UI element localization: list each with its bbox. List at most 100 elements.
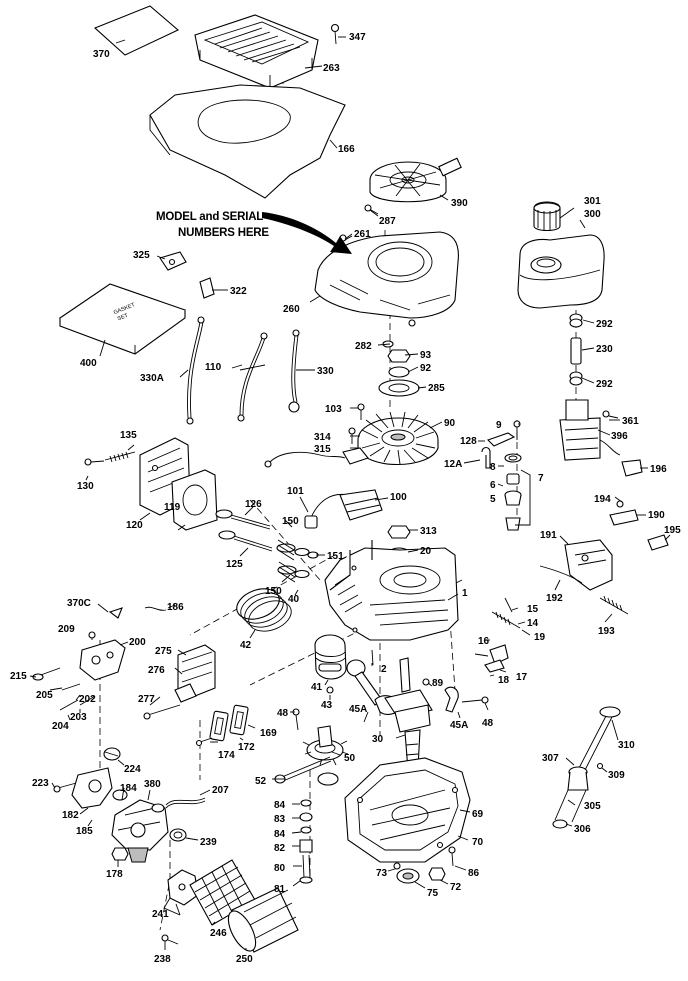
part-label: 119 xyxy=(164,502,181,513)
part-label: 239 xyxy=(200,837,217,848)
gasket-set-line-2: SET xyxy=(117,313,130,323)
part-label: 200 xyxy=(129,637,146,648)
part-label: 100 xyxy=(390,492,407,503)
valve-springs-150 xyxy=(276,539,319,583)
part-label: 182 xyxy=(62,810,79,821)
piston-41 xyxy=(314,634,374,694)
screw-347 xyxy=(330,23,340,45)
part-label: 400 xyxy=(80,358,97,369)
part-label: 186 xyxy=(167,602,184,613)
linkage-parts xyxy=(474,597,521,673)
part-label: 48 xyxy=(277,708,289,719)
starter-390 xyxy=(369,157,462,203)
part-label: 69 xyxy=(472,809,484,820)
intake-gaskets xyxy=(195,704,249,747)
part-label: 185 xyxy=(76,826,93,837)
part-label: 75 xyxy=(427,888,439,899)
part-label: 276 xyxy=(148,665,165,676)
control-bracket-191 xyxy=(539,500,669,615)
part-label: 86 xyxy=(468,868,480,879)
flywheel-90 xyxy=(357,411,439,465)
head-gasket-119 xyxy=(171,469,218,531)
crankshaft-30 xyxy=(384,657,433,771)
part-label: 7 xyxy=(538,473,544,484)
part-label: 195 xyxy=(664,525,681,536)
part-label: 330 xyxy=(317,366,334,377)
part-label: 292 xyxy=(596,379,613,390)
part-label: 125 xyxy=(226,559,243,570)
bushing-322 xyxy=(199,277,215,299)
note-arrow xyxy=(262,212,352,254)
part-224 xyxy=(103,747,121,761)
part-label: 93 xyxy=(420,350,432,361)
part-label: 396 xyxy=(611,431,628,442)
part-label: 16 xyxy=(478,636,490,647)
part-label: 14 xyxy=(527,618,539,629)
part-label: 72 xyxy=(450,882,462,893)
part-label: 89 xyxy=(432,678,444,689)
carb-intake xyxy=(53,767,128,809)
flywheel-hardware xyxy=(378,349,420,397)
part-label: 30 xyxy=(372,734,384,745)
part-label: 313 xyxy=(420,526,437,537)
part-label: 52 xyxy=(255,776,267,787)
part-label: 309 xyxy=(608,770,625,781)
shroud-166 xyxy=(149,84,346,199)
part-label: 370C xyxy=(67,598,91,609)
part-label: 17 xyxy=(516,672,528,683)
decal-370 xyxy=(93,5,180,56)
part-label: 306 xyxy=(574,824,591,835)
part-label: 241 xyxy=(152,909,169,920)
fuel-tank-300 xyxy=(517,234,605,309)
part-label: 70 xyxy=(472,837,484,848)
fuel-line-parts xyxy=(569,313,583,386)
part-label: 128 xyxy=(460,436,477,447)
part-label: 325 xyxy=(133,250,150,261)
part-label: 45A xyxy=(450,720,468,731)
ring-239 xyxy=(169,828,187,842)
part-label: 40 xyxy=(288,594,300,605)
part-label: 305 xyxy=(584,801,601,812)
part-label: 224 xyxy=(124,764,141,775)
sump-70 xyxy=(344,757,471,863)
governor-shaft-parts xyxy=(274,756,339,884)
part-label: 275 xyxy=(155,646,172,657)
part-label: 223 xyxy=(32,778,49,789)
part-label: 380 xyxy=(144,779,161,790)
part-label: 204 xyxy=(52,721,69,732)
part-label: 5 xyxy=(490,494,496,505)
part-label: 390 xyxy=(451,198,468,209)
note-line-2: NUMBERS HERE xyxy=(178,227,269,239)
part-label: 110 xyxy=(205,362,222,373)
ground-wires xyxy=(186,316,300,425)
part-label: 310 xyxy=(618,740,635,751)
part-label: 260 xyxy=(283,304,300,315)
part-label: 230 xyxy=(596,344,613,355)
part-label: 41 xyxy=(311,682,323,693)
part-label: 361 xyxy=(622,416,639,427)
part-label: 277 xyxy=(138,694,155,705)
part-label: 84 xyxy=(274,829,286,840)
part-label: 196 xyxy=(650,464,667,475)
part-label: 150 xyxy=(282,516,299,527)
part-label: 150 xyxy=(265,586,282,597)
part-label: 19 xyxy=(534,632,546,643)
part-label: 307 xyxy=(542,753,559,764)
sump-hardware xyxy=(393,846,456,884)
part-label: 42 xyxy=(240,640,252,651)
part-label: 202 xyxy=(79,694,96,705)
air-cleaner-275 xyxy=(143,644,216,720)
part-label: 82 xyxy=(274,843,286,854)
part-label: 285 xyxy=(428,383,445,394)
part-label: 370 xyxy=(93,49,110,60)
part-label: 282 xyxy=(355,341,372,352)
part-label: 174 xyxy=(218,750,235,761)
part-label: 90 xyxy=(444,418,456,429)
part-label: 191 xyxy=(540,530,557,541)
part-label: 287 xyxy=(379,216,396,227)
part-label: 1 xyxy=(462,588,468,599)
part-label: 83 xyxy=(274,814,286,825)
dipstick-tube-305 xyxy=(552,706,621,829)
part-label: 20 xyxy=(420,546,432,557)
